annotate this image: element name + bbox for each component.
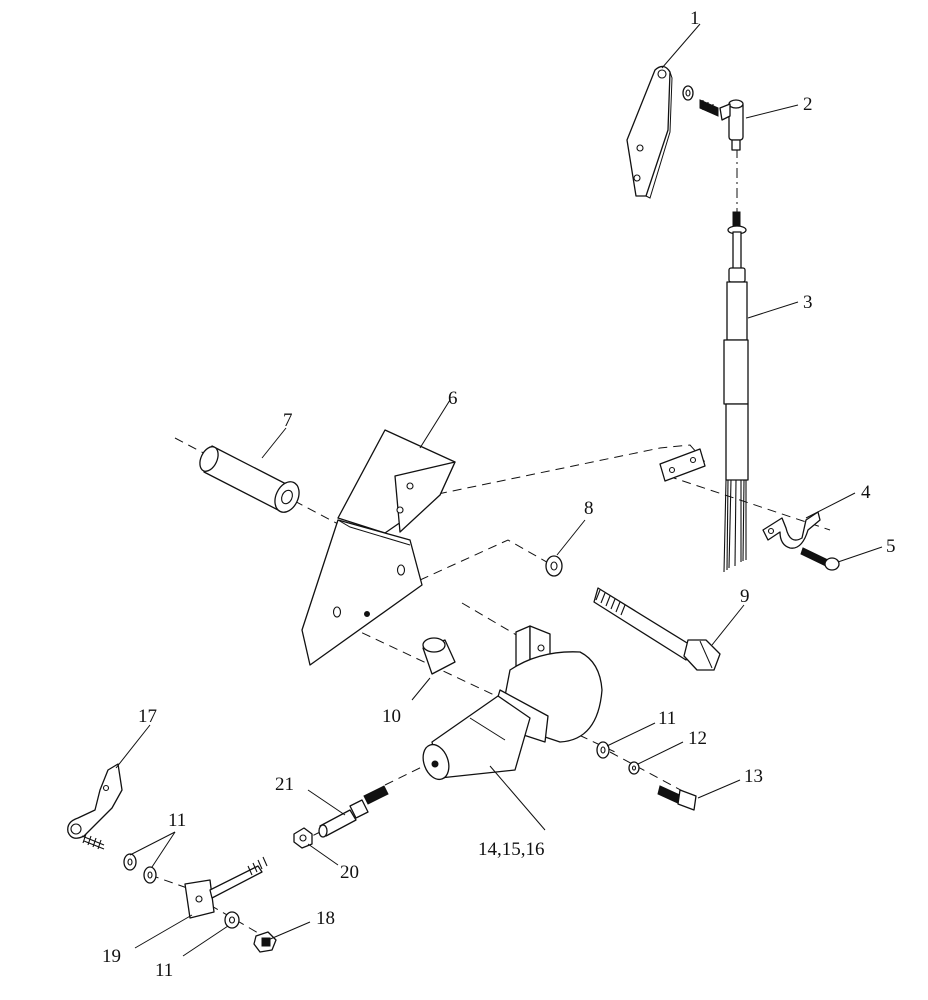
callout-9: 9 (740, 586, 750, 607)
callout-3: 3 (803, 292, 813, 313)
part-8-washer (545, 555, 563, 577)
callout-21: 21 (275, 774, 294, 795)
cable-strands (723, 479, 747, 573)
leader-lines (115, 23, 883, 957)
part-11-washer-bottom (224, 911, 240, 929)
rod-thread (247, 856, 268, 876)
part-21-threaded-stud (318, 785, 389, 838)
part-4-cable-clamp (762, 511, 821, 549)
bolt-thread (595, 589, 626, 616)
part-11-washer-right (596, 741, 610, 759)
callout-11-bottom: 11 (155, 960, 173, 981)
callout-11-left: 11 (168, 810, 186, 831)
part-6-mounting-plate (301, 429, 456, 666)
part-20-nut (293, 827, 313, 849)
cable-clamp-plate (659, 448, 706, 482)
callouts: 1 2 3 4 5 6 7 8 9 10 11 12 13 14,15,16 1… (102, 8, 896, 981)
callout-2: 2 (803, 94, 813, 115)
part-10-spacer (422, 637, 456, 675)
callout-4: 4 (861, 482, 871, 503)
callout-1: 1 (690, 8, 700, 29)
arm-stud-thread (81, 833, 105, 850)
part-11-washers-left (123, 853, 157, 884)
callout-12: 12 (688, 728, 707, 749)
part-7-spacer-tube (199, 445, 300, 513)
part-17-linkage-arm (67, 763, 123, 850)
callout-10: 10 (382, 706, 401, 727)
part-12-lockwasher (628, 761, 640, 775)
callout-5: 5 (886, 536, 896, 557)
callout-20: 20 (340, 862, 359, 883)
callout-8: 8 (584, 498, 594, 519)
assembly-centerlines (149, 148, 831, 938)
part-1-washer (682, 85, 694, 101)
part-18-nut (253, 931, 277, 953)
part-19-clevis-rod (184, 856, 268, 919)
callout-14-15-16: 14,15,16 (478, 839, 545, 860)
part-9-bolt (593, 587, 721, 671)
part-2-rod-end (719, 99, 744, 151)
callout-18: 18 (316, 908, 335, 929)
part-3-control-cable (723, 211, 749, 573)
callout-7: 7 (283, 410, 293, 431)
part-1-screw (699, 99, 719, 117)
callout-11-right: 11 (658, 708, 676, 729)
callout-19: 19 (102, 946, 121, 967)
part-13-bolt (657, 785, 697, 811)
part-1-mounting-bracket (626, 65, 673, 199)
part-14-15-16-solenoid (422, 625, 603, 781)
callout-13: 13 (744, 766, 763, 787)
callout-6: 6 (448, 388, 458, 409)
callout-17: 17 (138, 706, 157, 727)
part-5-screw (800, 547, 840, 571)
